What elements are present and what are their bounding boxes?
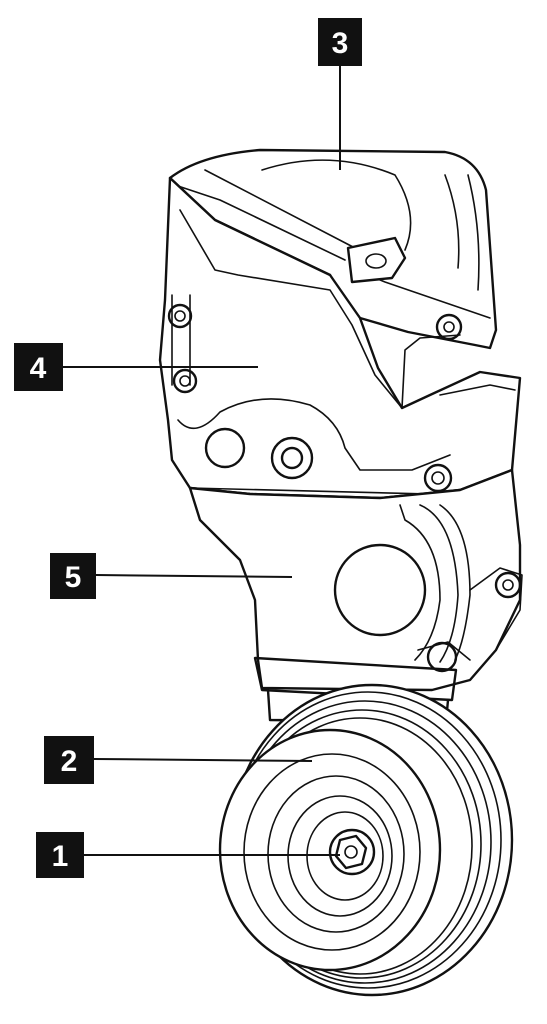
callout-4-label: 4 <box>30 352 47 385</box>
leader-line-2 <box>93 758 313 762</box>
callout-1: 1 <box>36 832 84 878</box>
bolt-upper-right <box>435 313 463 341</box>
lower-timing-cover <box>188 468 523 724</box>
bolt-lower-right <box>494 571 522 599</box>
leader-line-5 <box>95 574 293 578</box>
upper-timing-cover <box>168 148 498 350</box>
callout-3-label: 3 <box>332 27 349 60</box>
bolt-center <box>270 436 314 480</box>
bolt-right-middle <box>423 463 453 493</box>
callout-5-label: 5 <box>65 561 82 594</box>
callout-3: 3 <box>318 18 362 66</box>
cover-bolts <box>167 294 522 673</box>
bolt-lower-middle <box>426 641 458 673</box>
callout-1-label: 1 <box>52 840 69 873</box>
crankshaft-pulley-bolt <box>328 828 376 876</box>
crankshaft-pulley <box>218 683 514 997</box>
callout-5: 5 <box>50 553 96 599</box>
callout-2-label: 2 <box>61 745 78 778</box>
callout-2: 2 <box>44 736 94 784</box>
bolt-left-middle <box>172 368 198 394</box>
callout-4: 4 <box>14 343 63 391</box>
